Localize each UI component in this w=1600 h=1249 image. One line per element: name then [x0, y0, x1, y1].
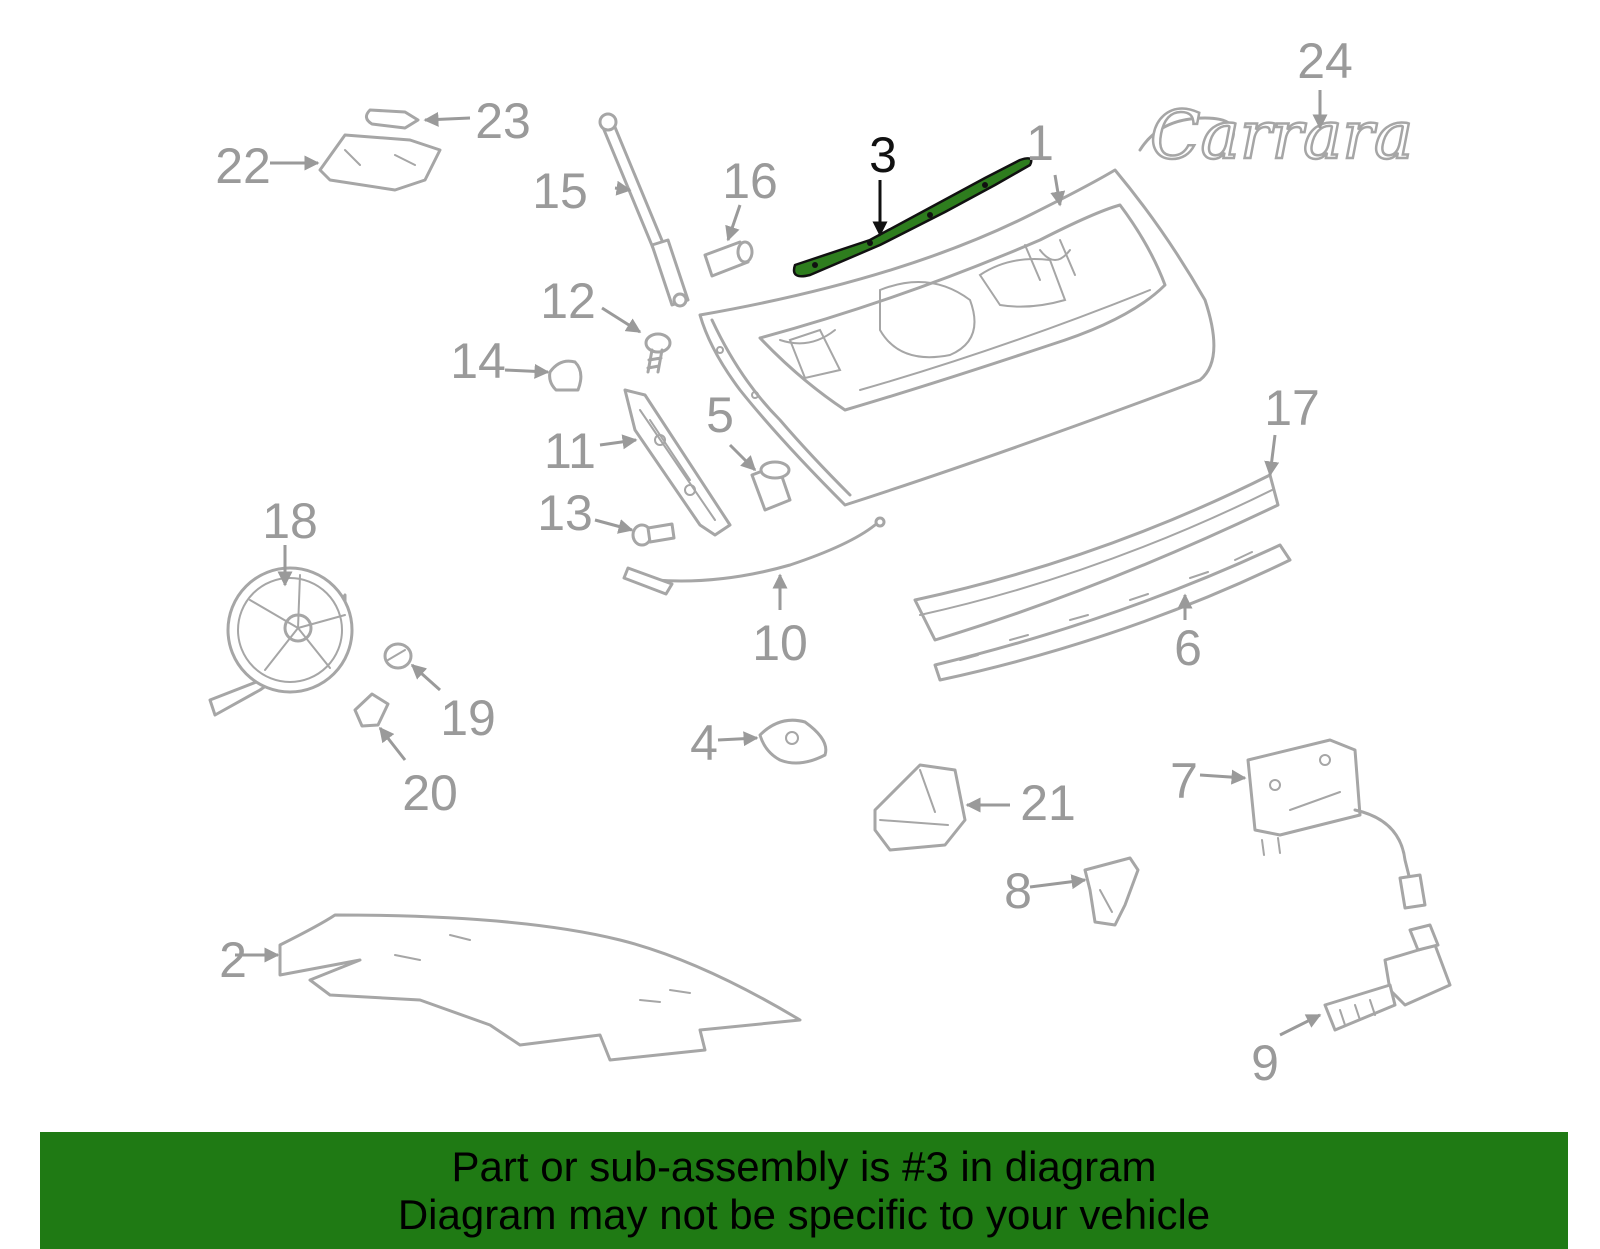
- callout-14: 14: [450, 333, 506, 389]
- callout-11: 11: [544, 423, 596, 479]
- callout-5: 5: [706, 387, 734, 443]
- carrara-emblem: Carrara: [1138, 96, 1414, 175]
- callout-22: 22: [215, 138, 271, 194]
- trim-strip-6: [933, 543, 1292, 682]
- info-banner: Part or sub-assembly is #3 in diagram Di…: [40, 1132, 1568, 1249]
- bolt-13: [631, 522, 676, 547]
- bulb-23: [365, 108, 420, 130]
- callout-15: 15: [532, 163, 588, 219]
- buffer-16: [703, 240, 754, 278]
- callout-13: 13: [537, 485, 593, 541]
- callout-9: 9: [1251, 1035, 1279, 1091]
- banner-line-1: Part or sub-assembly is #3 in diagram: [451, 1142, 1157, 1190]
- callout-7: 7: [1170, 753, 1198, 809]
- insulation-mat: [278, 913, 802, 1062]
- hinge-11: [623, 388, 732, 537]
- callout-1: 1: [1026, 115, 1054, 171]
- callout-21: 21: [1020, 775, 1076, 831]
- callout-4: 4: [690, 715, 718, 771]
- bracket-8: [1083, 856, 1140, 927]
- cooling-fan: [208, 566, 354, 717]
- callout-24: 24: [1297, 33, 1353, 89]
- callout-20: 20: [402, 765, 458, 821]
- cover-4: [758, 718, 828, 765]
- callout-labels: 1 2 3 4 5 6 7 8 9 10 11 12 13 14 15 16 1…: [215, 33, 1353, 1091]
- grommet-20: [353, 692, 390, 728]
- callout-2: 2: [219, 932, 247, 988]
- callout-8: 8: [1004, 863, 1032, 919]
- callout-19: 19: [440, 690, 496, 746]
- callout-6: 6: [1174, 620, 1202, 676]
- callout-18: 18: [262, 493, 318, 549]
- parts-diagram: Carrara: [208, 33, 1452, 1091]
- buffer-5: [750, 460, 792, 512]
- release-cable: [622, 516, 886, 596]
- leader-lines: [235, 90, 1328, 1037]
- cap-14: [548, 359, 583, 392]
- bracket-22: [318, 133, 442, 192]
- callout-12: 12: [540, 273, 596, 329]
- lock-latch: [1246, 738, 1427, 910]
- emblem-text: Carrara: [1150, 97, 1413, 174]
- part-3-highlighted: [792, 157, 1033, 278]
- actuator-9: [1323, 923, 1452, 1032]
- callout-3: 3: [869, 127, 897, 183]
- callout-16: 16: [722, 153, 778, 209]
- pad-21: [873, 763, 967, 852]
- seal-strip-17: [913, 473, 1280, 642]
- callout-10: 10: [752, 615, 808, 671]
- engine-lid: [698, 168, 1216, 507]
- bolt-12: [644, 332, 672, 374]
- banner-line-2: Diagram may not be specific to your vehi…: [397, 1190, 1211, 1238]
- callout-23: 23: [475, 93, 531, 149]
- clip-19: [383, 642, 413, 670]
- callout-17: 17: [1264, 380, 1320, 436]
- gas-strut: [598, 112, 690, 308]
